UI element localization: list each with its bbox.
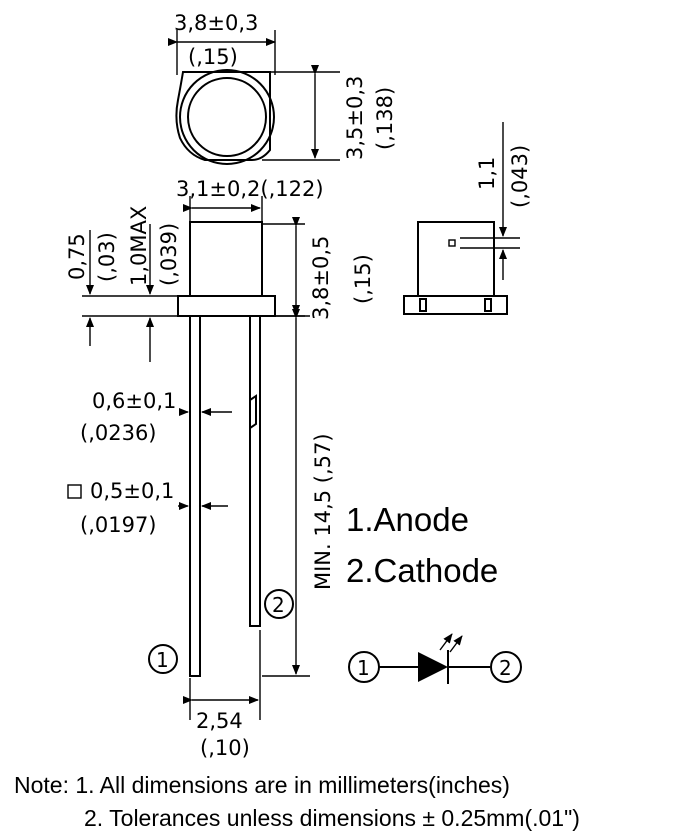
end-view-dim: 1,1 [475,157,499,190]
symbol-pin2-circle [490,651,522,683]
pin1-marker: 1 [156,648,169,672]
end-view: 1,1 (,043) [403,122,532,315]
symbol-pin1-marker: 1 [357,656,370,680]
end-view-body [417,221,495,297]
lead-dim-inch: (,0236) [80,421,157,445]
top-view: 3,8±0,3 (,15) 3,5±0,3 (,138) [168,11,397,165]
top-depth-dim: 3,5±0,3 [343,76,367,160]
body-width-dim: 3,1±0,2(,122) [176,177,324,201]
max-dim-inch: (,039) [157,223,181,286]
lead-dim: 0,6±0,1 [92,389,176,413]
note-line-1: Note: 1. All dimensions are in millimete… [14,772,510,798]
lead-length-dim: MIN. 14,5 (,57) [311,433,335,590]
note-line-2: 2. Tolerances unless dimensions ± 0.25mm… [84,805,580,831]
top-depth-dim-inch: (,138) [373,87,397,150]
square-lead-dim-inch: (,0197) [80,513,157,537]
end-view-flange [403,295,508,315]
flange-dim: 0,75 [65,233,89,280]
lead-cathode [249,315,261,627]
top-width-dim: 3,8±0,3 [174,11,258,35]
flange-dim-inch: (,03) [95,232,119,282]
end-view-dim-inch: (,043) [508,145,532,208]
pin1-marker-circle [148,644,178,674]
pitch-dim: 2,54 [196,709,243,733]
diode-triangle-icon [418,652,448,682]
top-view-lens-outer [179,69,275,165]
lead-anode [189,315,201,677]
end-view-mark [448,239,456,247]
top-view-lens-inner [187,77,267,157]
pitch-dim-inch: (,10) [200,736,250,760]
square-lead-dim: 0,5±0,1 [90,479,174,503]
pin2-marker: 2 [272,593,285,617]
top-view-outline [175,71,271,161]
pin1-label: 1.Anode [346,501,469,538]
pin2-marker-circle [264,589,294,619]
pin-legend: 1.Anode 2.Cathode [346,501,498,589]
top-width-dim-inch: (,15) [188,45,238,69]
symbol-pin2-marker: 2 [499,656,512,680]
body-height-dim-inch: (,15) [351,254,375,304]
light-emission-icon [439,633,463,653]
led-symbol: 1 2 [348,633,522,684]
led-flange [177,295,276,317]
led-body [189,221,263,297]
body-height-dim: 3,8±0,5 [309,236,333,320]
side-view: 3,1±0,2(,122) 3,8±0,5 (,15) 0,75 (,03) 1… [65,177,375,760]
max-dim: 1,0MAX [127,206,151,286]
square-symbol-icon [67,484,82,499]
pin2-label: 2.Cathode [346,552,498,589]
